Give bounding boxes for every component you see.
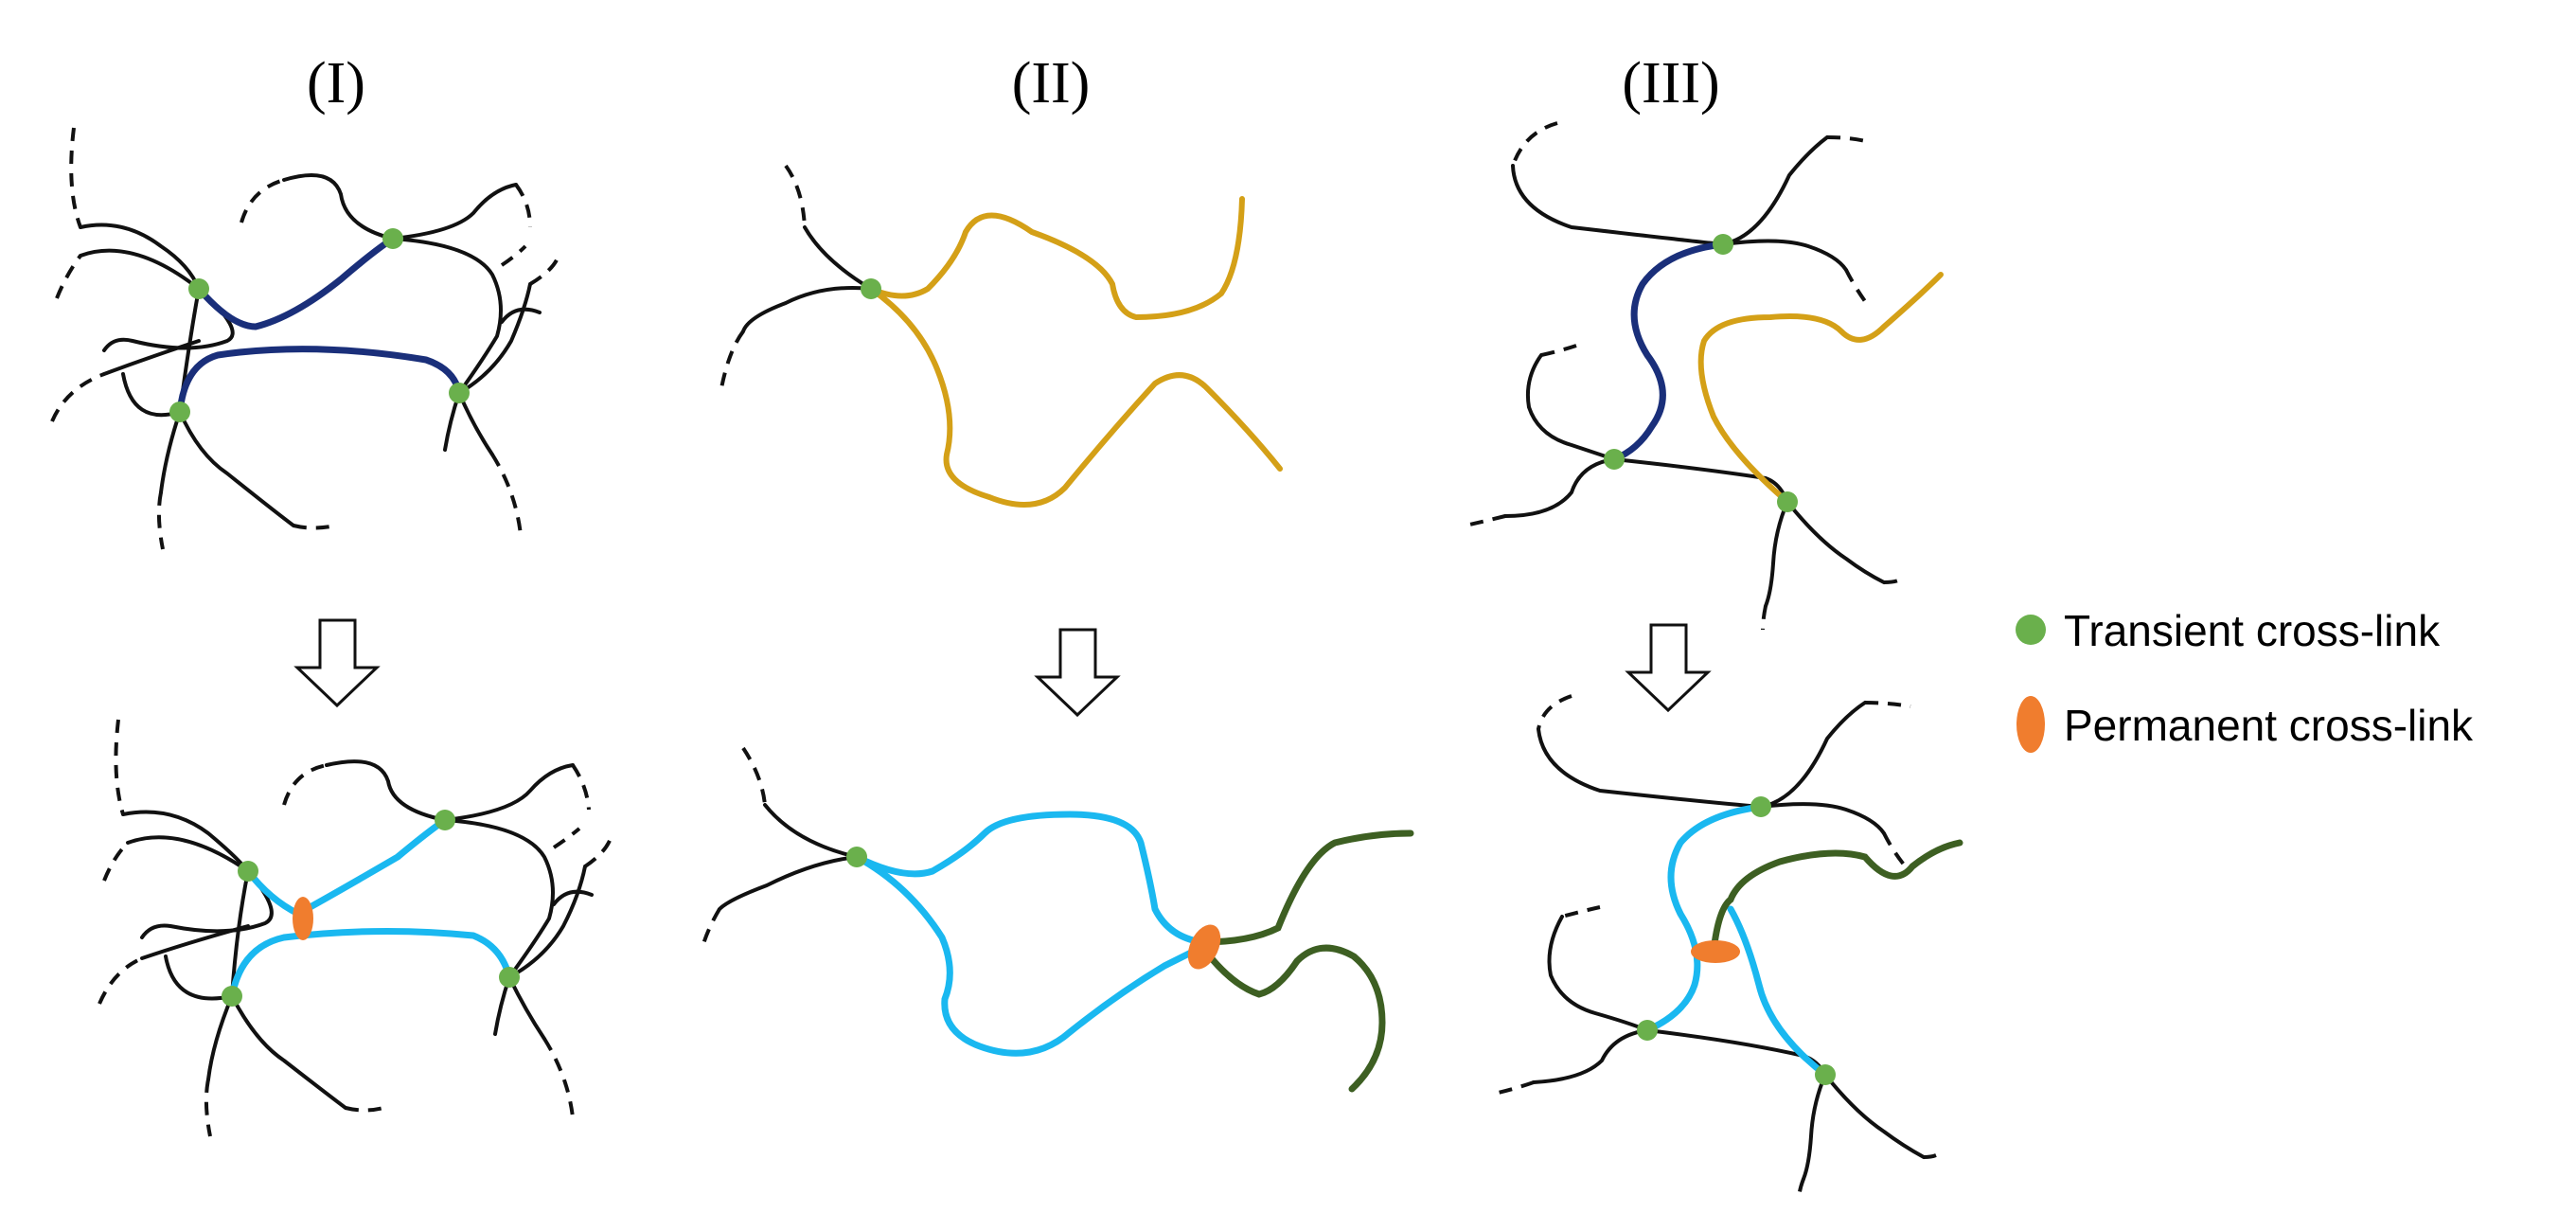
legend-permanent-label: Permanent cross-link [2064,701,2474,750]
down-arrow-icon [1625,623,1712,713]
permanent-crosslink [1691,940,1740,963]
panel-iii-top-network [1465,121,1944,631]
transient-crosslink [1637,1020,1658,1041]
legend: Transient cross-link Permanent cross-lin… [2016,606,2474,753]
panel-label-ii: (II) [1012,51,1091,116]
transient-crosslink [1750,796,1771,817]
transient-crosslink [499,967,520,988]
panel-ii-bottom-network [701,746,1414,1093]
permanent-crosslink [1187,924,1221,970]
panel-ii-top-network [720,164,1283,508]
transient-crosslink [1815,1064,1836,1085]
down-arrow-icon [293,618,381,708]
panel-label-i: (I) [307,51,365,116]
transient-crosslink [382,228,403,249]
transient-crosslink [188,278,209,299]
legend-permanent-marker [2016,696,2045,753]
transient-crosslink [222,986,242,1007]
legend-transient-marker [2016,615,2046,645]
transient-crosslink [435,810,455,830]
permanent-crosslink [293,897,313,940]
transient-crosslink [1713,234,1733,255]
panel-i-bottom-network [98,719,613,1137]
transient-crosslink [846,847,867,867]
transient-crosslink [1604,449,1625,470]
transient-crosslink [169,401,190,422]
transient-crosslink [238,861,258,882]
transient-crosslink [861,278,881,299]
down-arrow-icon [1034,628,1121,718]
panel-i-top-network [50,127,560,550]
transient-crosslink [1777,491,1798,512]
transient-crosslink [449,383,470,403]
panel-label-iii: (III) [1622,51,1719,116]
legend-transient-label: Transient cross-link [2064,606,2441,655]
panel-iii-bottom-network [1493,694,1963,1202]
